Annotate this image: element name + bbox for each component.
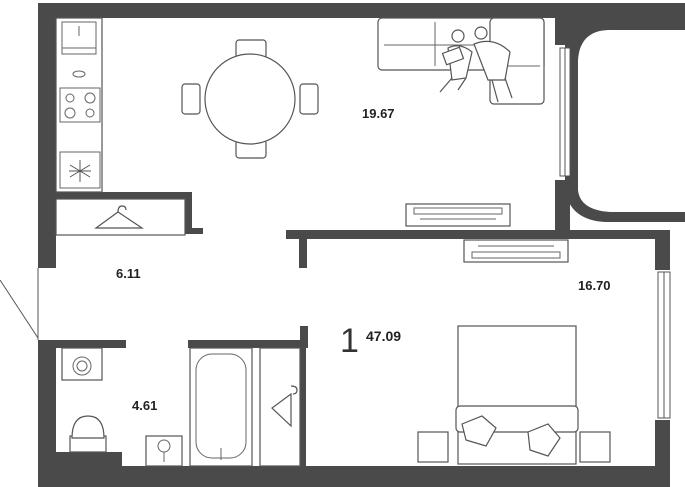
wall-bath-top-left <box>38 340 126 348</box>
sink-icon <box>61 21 97 55</box>
hanger-icon <box>94 205 144 229</box>
chair-left <box>181 83 201 115</box>
wall-balcony <box>565 21 685 222</box>
wall-bottom <box>38 466 670 487</box>
dining-table <box>181 39 319 159</box>
wall-bath-top-right <box>188 340 308 348</box>
wardrobe-bath <box>259 347 301 467</box>
entrance-door <box>0 268 39 340</box>
stove-icon <box>59 87 101 123</box>
nightstand-right <box>579 431 611 463</box>
wall-right-upper <box>555 3 570 45</box>
area-label-living: 19.67 <box>362 106 395 121</box>
bathtub-icon <box>189 347 253 467</box>
wall-stub-hall <box>299 230 307 268</box>
table-top <box>204 53 296 145</box>
wall-closet-right <box>185 192 192 234</box>
nightstand-left <box>417 431 449 463</box>
wardrobe-hall <box>55 198 186 236</box>
tv-unit-living <box>405 203 511 227</box>
bed <box>455 325 579 465</box>
pillow-icon <box>461 415 497 447</box>
fridge-icon <box>59 151 101 189</box>
wall-top-right <box>570 3 685 21</box>
washing-machine-icon <box>61 347 103 381</box>
area-label-hallway: 6.11 <box>116 266 141 281</box>
wall-bath-stub <box>300 326 308 348</box>
windows <box>559 47 671 419</box>
wall-bath-right <box>300 340 306 468</box>
area-label-bathroom: 4.61 <box>132 398 157 413</box>
pillow-icon <box>527 423 561 457</box>
hanger-icon <box>271 385 298 428</box>
wall-closet-top <box>56 192 192 199</box>
kitchen-counter <box>55 17 103 193</box>
kitchen-cabinet <box>55 17 103 193</box>
people-icon <box>439 26 513 103</box>
wall-bath-ledge <box>56 452 122 466</box>
toilet-icon <box>69 415 107 453</box>
door-swing-line <box>0 279 39 339</box>
chair-right <box>299 83 319 115</box>
wall-bedroom-right-upper <box>655 230 670 270</box>
walls <box>38 3 685 487</box>
wall-living-bedroom <box>286 230 656 239</box>
total-area: 47.09 <box>366 328 401 344</box>
area-label-bedroom: 16.70 <box>578 278 611 293</box>
unit-number: 1 <box>340 322 359 360</box>
wall-closet-stub <box>185 228 203 234</box>
appliance-marker-icon <box>72 70 86 78</box>
wall-left-upper <box>38 3 56 268</box>
wall-top <box>38 3 570 18</box>
wall-left-lower <box>38 340 56 482</box>
bathroom-sink-icon <box>145 435 183 467</box>
tv-unit-bedroom <box>463 239 569 263</box>
